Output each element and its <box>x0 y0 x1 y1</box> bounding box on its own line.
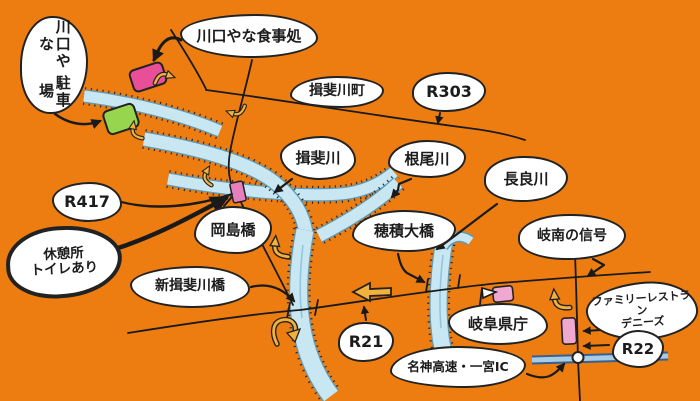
label-hozumi-bridge: 穂積大橋 <box>352 210 456 252</box>
r22-pointer-arrow <box>582 341 610 350</box>
label-ginan-text: 岐南の信号 <box>537 228 607 245</box>
label-shin-ibigawa-bridge: 新揖斐川橋 <box>130 266 250 308</box>
label-hozumi-text: 穂積大橋 <box>373 221 434 240</box>
bridge-ticks-hozumi <box>425 274 461 293</box>
label-r21-text: R21 <box>348 332 384 352</box>
label-ginan-signal: 岐南の信号 <box>518 214 626 260</box>
left-arrow-icon <box>351 281 392 303</box>
label-r417-text: R417 <box>64 192 110 212</box>
direction-arrows <box>128 68 570 347</box>
label-route-21: R21 <box>338 322 394 362</box>
label-restaurant-text: 川口やな食事処 <box>196 26 302 45</box>
ginan-pointer-arrow <box>586 257 606 278</box>
parking-pointer-arrow <box>53 112 102 129</box>
neo-river-pointer-arrow <box>390 177 413 199</box>
label-nagara-text: 長良川 <box>503 169 549 188</box>
label-r303-text: R303 <box>426 82 472 102</box>
rest-area-pointer-arrow <box>115 195 230 251</box>
shin-ibigawa-pointer-arrow <box>249 284 296 303</box>
label-restaurant: 川口やな食事処 <box>180 14 318 58</box>
label-nagara-river: 長良川 <box>484 156 568 202</box>
r21-pointer-arrow <box>360 305 370 321</box>
label-town-text: 揖斐川町 <box>309 83 365 100</box>
uturn-arrow-icon <box>270 316 302 347</box>
road-r21 <box>127 271 651 334</box>
label-ibi-river: 揖斐川 <box>280 136 356 180</box>
label-ibigawa-town: 揖斐川町 <box>290 76 384 108</box>
restaurant-pointer-arrow <box>152 36 183 63</box>
building-markers <box>102 61 578 345</box>
label-ibi-text: 揖斐川 <box>295 148 341 167</box>
label-neo-river: 根尾川 <box>388 140 466 178</box>
label-route-417: R417 <box>52 182 122 222</box>
r303-pointer-arrow <box>435 112 444 125</box>
pref-office-building-marker <box>491 284 515 304</box>
uturn-arrow-icon <box>269 235 290 257</box>
label-parking-line2: 駐車場 <box>37 74 72 109</box>
river-ibi <box>142 129 341 401</box>
bridge-ticks-shin-ibigawa <box>286 299 319 319</box>
label-parking-line1: 川口やな <box>37 19 72 71</box>
label-neo-text: 根尾川 <box>404 149 450 168</box>
uturn-arrow-icon <box>549 288 570 310</box>
label-route-303: R303 <box>412 72 486 112</box>
label-meishin-text: 名神高速・一宮IC <box>407 359 509 374</box>
intersection-circle-icon <box>571 351 585 364</box>
label-shinibi-text: 新揖斐川橋 <box>155 278 225 295</box>
meishin-pointer-arrow <box>525 362 566 379</box>
label-okajima-bridge: 岡島橋 <box>194 206 272 254</box>
label-r22-text: R22 <box>621 339 655 358</box>
river-nagara <box>427 231 475 366</box>
label-rest-line2: トイレあり <box>30 259 99 279</box>
label-dennys-line2: デニーズ <box>620 314 665 331</box>
hozumi-pointer-arrow <box>396 252 426 284</box>
road-r303 <box>205 89 526 141</box>
label-parking: 川口やな 駐車場 <box>20 16 88 114</box>
ibi-river-pointer-arrow <box>273 177 294 194</box>
label-okajima-text: 岡島橋 <box>210 220 256 239</box>
label-pointers <box>53 36 610 379</box>
label-route-22: R22 <box>612 330 664 368</box>
label-kencho-text: 岐阜県庁 <box>467 314 528 333</box>
label-gifu-pref-office: 岐阜県庁 <box>448 303 548 345</box>
label-meishin-ichinomiya-ic: 名神高速・一宮IC <box>390 346 526 388</box>
dennys-building-marker <box>560 317 578 345</box>
road-north-stub <box>170 29 207 90</box>
